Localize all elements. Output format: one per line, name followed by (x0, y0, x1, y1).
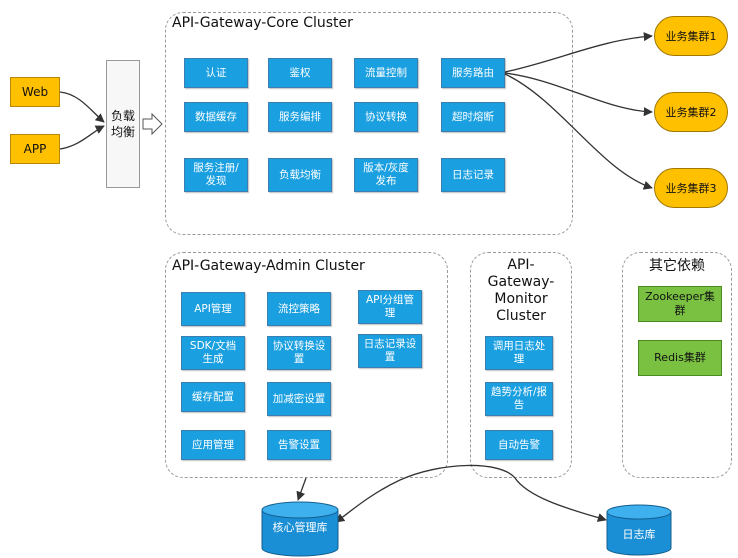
monitor-cluster (470, 252, 572, 478)
admin-to-coredb-arrow (296, 477, 307, 501)
core-module: 日志记录 (441, 158, 505, 192)
monitor-module: 调用日志处理 (485, 336, 553, 370)
core-cluster (165, 12, 573, 235)
admin-module: 流控策略 (267, 292, 331, 326)
core-module: 流量控制 (354, 58, 418, 88)
lb-to-core-arrow (142, 112, 163, 136)
load-balancer: 负载均衡 (106, 60, 140, 188)
business-cluster-2: 业务集群2 (654, 92, 728, 132)
zookeeper-cluster: Zookeeper集群 (638, 286, 722, 322)
route-to-biz1 (504, 32, 653, 73)
core-db-icon (261, 501, 339, 557)
monitor-cluster-title: API-Gateway-Monitor Cluster (487, 257, 555, 324)
business-cluster-1: 业务集群1 (654, 16, 728, 56)
core-module: 服务注册/发现 (184, 158, 248, 192)
route-to-biz3 (504, 73, 653, 190)
monitor-module: 自动告警 (485, 430, 553, 460)
core-module: 数据缓存 (184, 102, 248, 132)
admin-module: 协议转换设置 (267, 336, 331, 370)
app-to-lb-arrow (59, 125, 105, 150)
monitor-to-coredb-arrow (335, 464, 516, 523)
business-cluster-3: 业务集群3 (654, 168, 728, 208)
core-cluster-title: API-Gateway-Core Cluster (172, 15, 353, 31)
admin-cluster-title: API-Gateway-Admin Cluster (172, 258, 365, 274)
admin-module: 应用管理 (181, 430, 245, 460)
admin-module: 加减密设置 (267, 382, 331, 416)
admin-module: 缓存配置 (181, 382, 245, 412)
core-module: 鉴权 (268, 58, 332, 88)
app-client: APP (10, 134, 60, 164)
redis-cluster: Redis集群 (638, 340, 722, 376)
log-db-icon (606, 504, 672, 556)
core-module: 负载均衡 (268, 158, 332, 192)
web-client: Web (10, 77, 60, 107)
admin-module: API管理 (181, 292, 245, 326)
core-module: 服务编排 (268, 102, 332, 132)
core-module: 认证 (184, 58, 248, 88)
admin-module: SDK/文档生成 (181, 336, 245, 370)
core-module: 版本/灰度发布 (354, 158, 418, 192)
deps-cluster (622, 252, 732, 478)
core-module: 服务路由 (441, 58, 505, 88)
monitor-to-logdb-arrow (514, 477, 607, 522)
admin-module: 告警设置 (267, 430, 331, 460)
admin-module: API分组管理 (358, 290, 422, 324)
core-module: 协议转换 (354, 102, 418, 132)
route-to-biz2 (504, 72, 653, 117)
monitor-module: 趋势分析/报告 (485, 382, 553, 416)
core-db-label: 核心管理库 (272, 521, 328, 534)
log-db-label: 日志库 (622, 528, 656, 541)
web-to-lb-arrow (59, 91, 105, 123)
admin-cluster (165, 252, 448, 478)
admin-module: 日志记录设置 (358, 334, 422, 368)
deps-cluster-title: 其它依赖 (649, 258, 705, 274)
core-module: 超时熔断 (441, 102, 505, 132)
